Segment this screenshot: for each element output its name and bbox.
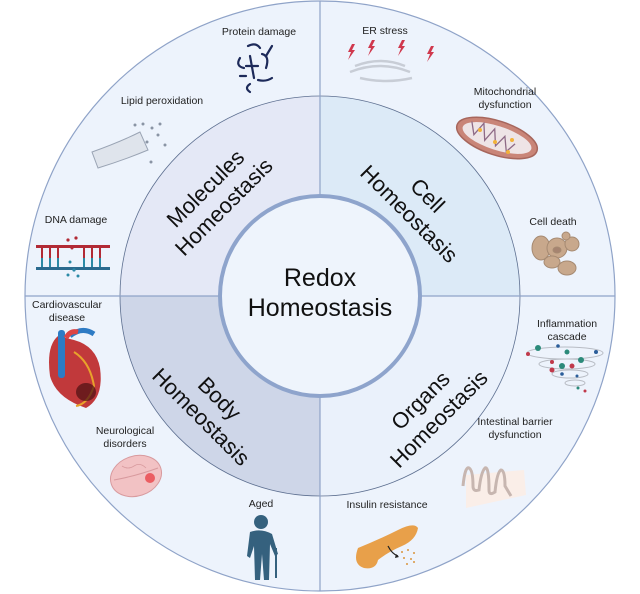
protein-icon — [237, 43, 274, 94]
protein-damage-label: Protein damage — [222, 26, 296, 38]
cardio-label-line2: disease — [49, 312, 85, 324]
inflammation-cascade-icon — [526, 344, 604, 393]
mito-label-line1: Mitochondrial — [474, 86, 536, 98]
inflammation-label-line1: Inflammation — [537, 318, 597, 330]
pancreas-icon — [356, 525, 418, 569]
neuro-label-line1: Neurological — [96, 425, 154, 437]
lipid-peroxidation-label: Lipid peroxidation — [121, 95, 203, 107]
center-circle — [218, 194, 422, 398]
heart-icon — [49, 328, 101, 408]
center-title-line2: Homeostasis — [248, 294, 393, 322]
center-title-line1: Redox — [284, 264, 357, 292]
apoptotic-cell-icon — [531, 231, 580, 276]
dna-icon — [36, 236, 110, 278]
mitochondrion-icon — [455, 116, 539, 160]
er-stress-label: ER stress — [362, 25, 408, 37]
inflammation-label-line2: cascade — [547, 331, 586, 343]
intestinal-label-line2: dysfunction — [488, 429, 541, 441]
lipid-bilayer-icon — [91, 122, 167, 169]
elderly-person-icon — [247, 515, 278, 580]
er-stress-icon — [348, 40, 434, 83]
intestinal-label-line1: Intestinal barrier — [477, 416, 553, 428]
cell-death-label: Cell death — [529, 216, 576, 228]
aged-label: Aged — [249, 498, 274, 510]
neuro-label-line2: disorders — [103, 438, 146, 450]
dna-damage-label: DNA damage — [45, 214, 108, 226]
insulin-label: Insulin resistance — [346, 499, 427, 511]
mito-label-line2: dysfunction — [478, 99, 531, 111]
intestinal-villi-icon — [461, 466, 526, 508]
brain-icon — [110, 454, 162, 498]
cardio-label-line1: Cardiovascular — [32, 299, 103, 311]
